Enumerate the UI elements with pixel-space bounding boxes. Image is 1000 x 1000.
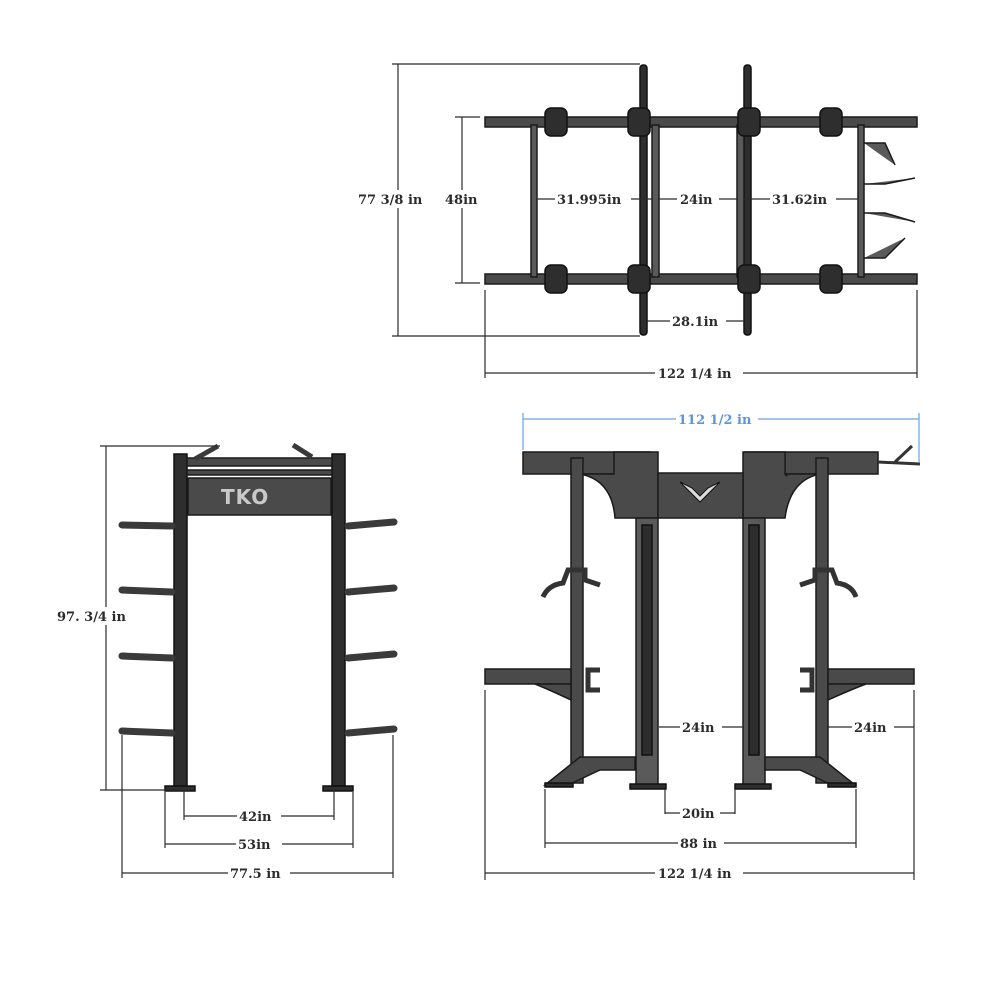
top-view: 77 3/8 in 48in 31.995in 24in 31.62in 28.… <box>355 63 918 382</box>
eagle-emblem <box>679 481 721 503</box>
side-view: TKO 97. 3/4 in 42in 53in 77.5 in <box>55 442 398 882</box>
dim-top-bay-left: 31.995in <box>557 193 622 208</box>
dim-side-overall-width: 77.5 in <box>230 867 281 882</box>
dim-top-bay-center: 24in <box>680 193 713 208</box>
dim-front-center-gap: 20in <box>682 807 715 822</box>
front-view: 112 1/2 in 24in 24in 20in 88 in 122 1/4 … <box>484 410 921 882</box>
dim-front-base-span: 88 in <box>680 837 718 852</box>
dim-side-overall-height: 97. 3/4 in <box>57 610 126 625</box>
dim-top-overall-depth: 77 3/8 in <box>358 193 423 208</box>
dim-front-top-beam: 112 1/2 in <box>678 413 752 428</box>
dim-side-base-width: 53in <box>238 838 271 853</box>
dim-front-center-opening: 24in <box>682 721 715 736</box>
dim-side-inner-width: 42in <box>239 810 272 825</box>
dim-top-overall-length: 122 1/4 in <box>658 367 732 382</box>
dim-front-overall-length: 122 1/4 in <box>658 867 732 882</box>
tko-logo-plate <box>187 477 332 516</box>
dim-top-upright-spacing: 28.1in <box>672 315 719 330</box>
tko-logo: TKO <box>221 485 269 509</box>
dim-top-inner-depth: 48in <box>445 193 478 208</box>
dim-top-bay-right: 31.62in <box>772 193 828 208</box>
dim-front-side-arm: 24in <box>854 721 887 736</box>
